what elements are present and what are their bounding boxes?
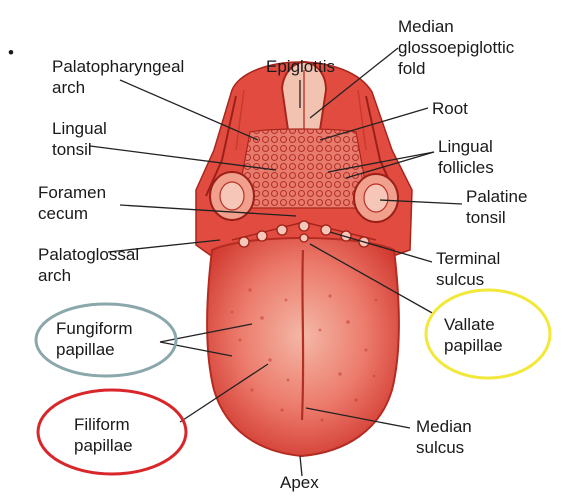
label-terminal-sulcus: Terminal sulcus [436, 248, 500, 290]
label-lingual-follicles: Lingual follicles [438, 136, 494, 178]
label-line: Palatine [466, 186, 527, 207]
label-line: Root [432, 98, 468, 119]
label-line: Median [416, 416, 472, 437]
label-palatoglossal-arch: Palatoglossal arch [38, 244, 139, 286]
label-apex: Apex [280, 472, 319, 493]
label-line: Epiglottis [266, 56, 335, 77]
label-line: papillae [74, 435, 133, 456]
label-epiglottis: Epiglottis [266, 56, 335, 77]
label-line: fold [398, 58, 514, 79]
label-line: Palatoglossal [38, 244, 139, 265]
label-line: Filiform [74, 414, 133, 435]
label-fungiform-papillae: Fungiform papillae [56, 318, 133, 360]
label-line: follicles [438, 157, 494, 178]
label-palatine-tonsil: Palatine tonsil [466, 186, 527, 228]
label-line: sulcus [436, 269, 500, 290]
bullet-marker: • [8, 42, 14, 63]
label-line: tonsil [52, 139, 107, 160]
label-root: Root [432, 98, 468, 119]
label-lingual-tonsil: Lingual tonsil [52, 118, 107, 160]
label-line: Palatopharyngeal [52, 56, 184, 77]
label-line: cecum [38, 203, 106, 224]
label-line: Terminal [436, 248, 500, 269]
label-median-glossoepiglottic-fold: Median glossoepiglottic fold [398, 16, 514, 79]
label-line: Vallate [444, 314, 503, 335]
label-line: arch [38, 265, 139, 286]
label-line: papillae [444, 335, 503, 356]
median-sulcus-groove [302, 250, 303, 420]
label-vallate-papillae: Vallate papillae [444, 314, 503, 356]
label-line: Apex [280, 472, 319, 493]
label-line: sulcus [416, 437, 472, 458]
label-palatopharyngeal-arch: Palatopharyngeal arch [52, 56, 184, 98]
label-line: Median [398, 16, 514, 37]
label-line: Lingual [52, 118, 107, 139]
label-line: arch [52, 77, 184, 98]
label-line: Fungiform [56, 318, 133, 339]
label-filiform-papillae: Filiform papillae [74, 414, 133, 456]
label-line: tonsil [466, 207, 527, 228]
label-median-sulcus: Median sulcus [416, 416, 472, 458]
label-line: Lingual [438, 136, 494, 157]
label-foramen-cecum: Foramen cecum [38, 182, 106, 224]
label-line: papillae [56, 339, 133, 360]
label-line: glossoepiglottic [398, 37, 514, 58]
label-line: Foramen [38, 182, 106, 203]
